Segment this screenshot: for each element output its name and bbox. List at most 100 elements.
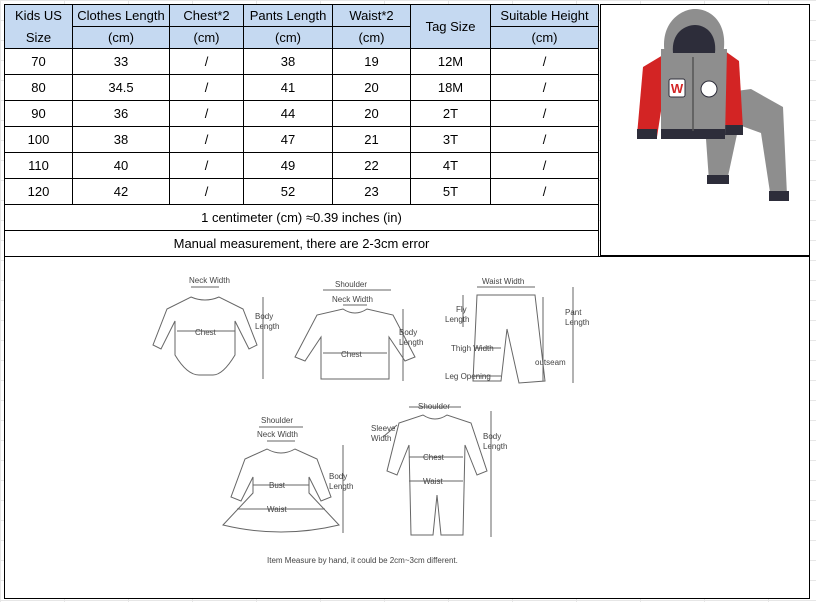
tshirt-diagram bbox=[294, 289, 416, 381]
table-cell: 49 bbox=[243, 152, 333, 179]
romper-chest-label: Chest bbox=[423, 453, 445, 462]
table-cell: 34.5 bbox=[72, 74, 170, 101]
measure-footnote: Item Measure by hand, it could be 2cm~3c… bbox=[267, 556, 458, 565]
header-kids-us-size-line2: Size bbox=[4, 26, 73, 49]
unit-clothes-length: (cm) bbox=[72, 26, 170, 49]
dress-neck-label: Neck Width bbox=[257, 430, 298, 439]
table-cell: 110 bbox=[4, 152, 73, 179]
table-cell: 21 bbox=[332, 126, 411, 153]
unit-waist: (cm) bbox=[332, 26, 411, 49]
table-cell: / bbox=[169, 100, 244, 127]
dress-waist-label: Waist bbox=[267, 505, 287, 514]
table-cell: 12M bbox=[410, 48, 491, 75]
bodysuit-chest-label: Chest bbox=[195, 328, 217, 337]
romper-body-label-2: Length bbox=[483, 442, 507, 451]
table-cell: 4T bbox=[410, 152, 491, 179]
left-cuff bbox=[637, 129, 657, 139]
romper-body-label-1: Body bbox=[483, 432, 501, 441]
table-cell: 90 bbox=[4, 100, 73, 127]
measurement-error-note: Manual measurement, there are 2-3cm erro… bbox=[4, 230, 599, 257]
tshirt-neck-label: Neck Width bbox=[332, 295, 373, 304]
table-cell: 80 bbox=[4, 74, 73, 101]
bodysuit-body-label-2: Length bbox=[255, 322, 279, 331]
pants-length-label-1: Pant bbox=[565, 308, 582, 317]
jacket-body bbox=[661, 49, 727, 139]
romper-shoulder-label: Shoulder bbox=[418, 402, 450, 411]
pants-length-label-2: Length bbox=[565, 318, 589, 327]
dress-body-label-1: Body bbox=[329, 472, 347, 481]
table-cell: 36 bbox=[72, 100, 170, 127]
header-waist: Waist*2 bbox=[332, 4, 411, 27]
tracksuit-illustration: W bbox=[637, 9, 789, 201]
right-cuff bbox=[723, 125, 743, 135]
table-cell: 70 bbox=[4, 48, 73, 75]
table-cell: 38 bbox=[72, 126, 170, 153]
bodysuit-diagram bbox=[152, 286, 264, 379]
romper-diagram bbox=[382, 406, 492, 537]
table-cell: 20 bbox=[332, 74, 411, 101]
table-cell: 22 bbox=[332, 152, 411, 179]
letter-patch-text: W bbox=[671, 81, 684, 96]
tshirt-body-label-1: Body bbox=[399, 328, 417, 337]
table-cell: 42 bbox=[72, 178, 170, 205]
table-cell: / bbox=[490, 178, 599, 205]
romper-waist-label: Waist bbox=[423, 477, 443, 486]
table-cell: / bbox=[169, 152, 244, 179]
bodysuit-body-label-1: Body bbox=[255, 312, 273, 321]
dress-shoulder-label: Shoulder bbox=[261, 416, 293, 425]
table-cell: 20 bbox=[332, 100, 411, 127]
unit-suitable-height: (cm) bbox=[490, 26, 599, 49]
table-cell: 52 bbox=[243, 178, 333, 205]
header-chest: Chest*2 bbox=[169, 4, 244, 27]
pants-fly-label-2: Length bbox=[445, 315, 469, 324]
conversion-note: 1 centimeter (cm) ≈0.39 inches (in) bbox=[4, 204, 599, 231]
header-row-top: Kids US Clothes Length Chest*2 Pants Len… bbox=[4, 4, 599, 49]
dress-body-label-2: Length bbox=[329, 482, 353, 491]
table-cell: / bbox=[490, 152, 599, 179]
header-clothes-length: Clothes Length bbox=[72, 4, 170, 27]
header-kids-us-size: Kids US bbox=[4, 4, 73, 27]
table-cell: 18M bbox=[410, 74, 491, 101]
table-cell: 47 bbox=[243, 126, 333, 153]
measurement-diagram-svg: Neck Width Chest Body Length Shoulder Ne… bbox=[152, 276, 589, 565]
pants-thigh-label: Thigh Width bbox=[451, 344, 494, 353]
unit-chest: (cm) bbox=[169, 26, 244, 49]
header-row-units: Size (cm) (cm) (cm) (cm) (cm) bbox=[4, 26, 599, 49]
tshirt-shoulder-label: Shoulder bbox=[335, 280, 367, 289]
product-photo: W bbox=[600, 4, 810, 256]
dress-bust-label: Bust bbox=[269, 481, 286, 490]
table-cell: 41 bbox=[243, 74, 333, 101]
table-cell: / bbox=[169, 178, 244, 205]
bodysuit-neck-label: Neck Width bbox=[189, 276, 230, 285]
romper-sleeve-label-1: Sleeve bbox=[371, 424, 396, 433]
table-cell: / bbox=[169, 48, 244, 75]
pants-fly-label-1: Fly bbox=[456, 305, 467, 314]
table-cell: / bbox=[169, 126, 244, 153]
table-cell: 40 bbox=[72, 152, 170, 179]
measurement-diagrams: Neck Width Chest Body Length Shoulder Ne… bbox=[4, 256, 810, 599]
table-cell: 2T bbox=[410, 100, 491, 127]
table-cell: 19 bbox=[332, 48, 411, 75]
table-cell: / bbox=[490, 74, 599, 101]
pants-leg-opening-label: Leg Opening bbox=[445, 372, 491, 381]
table-cell: 44 bbox=[243, 100, 333, 127]
left-sleeve bbox=[637, 55, 665, 137]
table-cell: / bbox=[169, 74, 244, 101]
table-cell: 38 bbox=[243, 48, 333, 75]
size-chart-table: Kids US Clothes Length Chest*2 Pants Len… bbox=[4, 4, 599, 257]
emblem-patch-icon bbox=[700, 80, 718, 98]
header-tag-size: Tag Size bbox=[410, 4, 491, 49]
table-cell: 5T bbox=[410, 178, 491, 205]
jacket-waistband bbox=[661, 129, 725, 139]
table-cell: 3T bbox=[410, 126, 491, 153]
table-cell: 120 bbox=[4, 178, 73, 205]
table-cell: / bbox=[490, 100, 599, 127]
pants-waist-label: Waist Width bbox=[482, 277, 524, 286]
table-cell: 23 bbox=[332, 178, 411, 205]
